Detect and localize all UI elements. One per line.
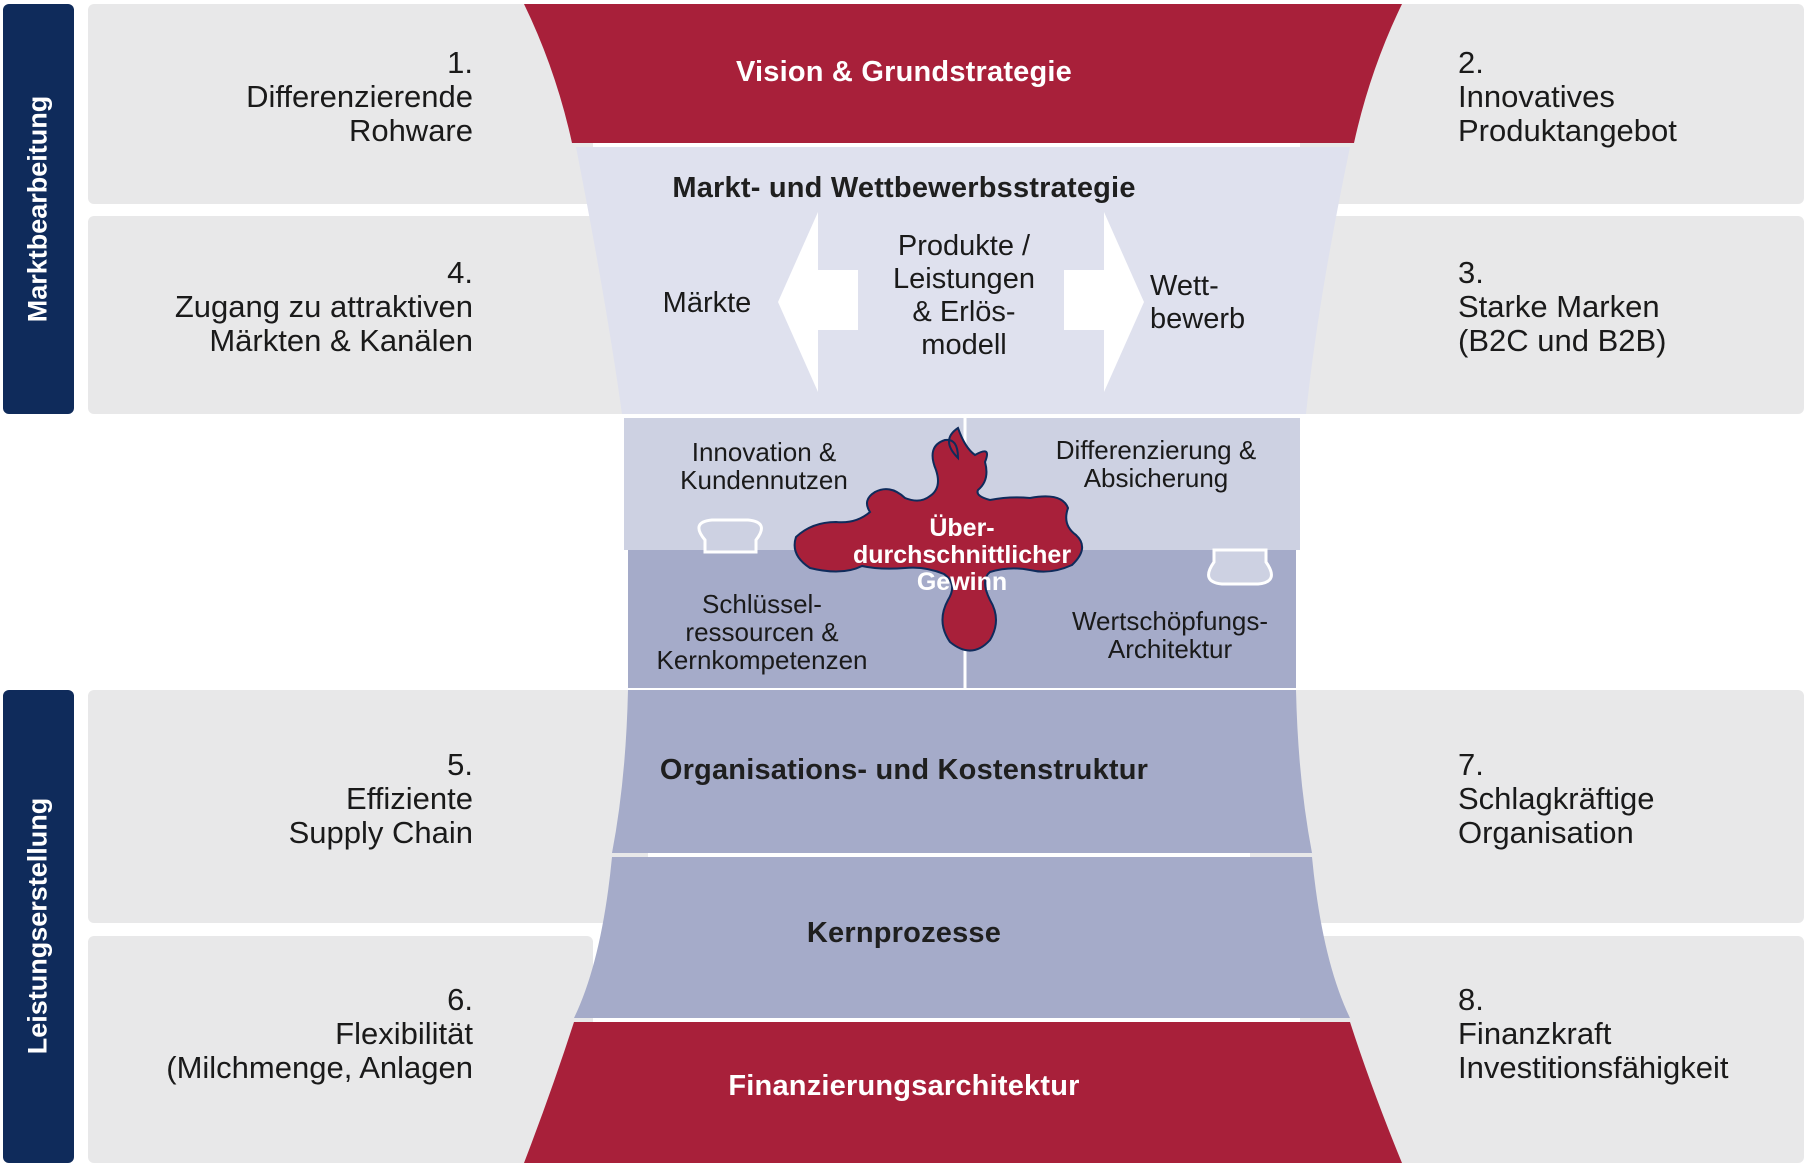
puzzle-differentiation-line-2: Absicherung xyxy=(1083,463,1229,493)
factor-6: 6. Flexibilität (Milchmenge, Anlagen xyxy=(166,983,473,1085)
factor-4-line-2: Märkten & Kanälen xyxy=(209,323,473,358)
puzzle-value-chain: Wertschöpfungs- Architektur xyxy=(1060,607,1280,663)
markets-text: Märkte xyxy=(662,287,752,319)
factor-7: 7. Schlagkräftige Organisation xyxy=(1458,748,1654,850)
panel-left-1 xyxy=(88,4,593,204)
puzzle-differentiation-line-1: Differenzierung & xyxy=(1055,435,1257,465)
profit-puzzle-piece xyxy=(793,426,1083,652)
factor-8-line-2: Investitionsfähigkeit xyxy=(1458,1050,1729,1085)
products-label: Produkte / Leistungen & Erlös- modell xyxy=(868,230,1060,362)
products-line-2: Leistungen xyxy=(893,263,1035,295)
leistungserstellung-bar xyxy=(3,690,74,1163)
competition-label: Wett- bewerb xyxy=(1150,270,1274,336)
panel-right-7 xyxy=(1250,690,1804,923)
factor-5-number: 5. xyxy=(447,747,473,782)
profit-label: Über- durchschnittlicher Gewinn xyxy=(842,515,1082,596)
puzzle-tab-right xyxy=(1207,548,1273,586)
panel-left-4 xyxy=(88,216,648,414)
factor-6-number: 6. xyxy=(447,982,473,1017)
products-line-4: modell xyxy=(921,329,1007,361)
factor-8-line-1: Finanzkraft xyxy=(1458,1016,1612,1051)
factor-4: 4. Zugang zu attraktiven Märkten & Kanäl… xyxy=(175,256,473,358)
factor-7-number: 7. xyxy=(1458,747,1484,782)
products-line-1: Produkte / xyxy=(897,230,1031,262)
arrow-right-competition xyxy=(1064,212,1144,392)
factor-7-line-1: Schlagkräftige xyxy=(1458,781,1655,816)
panel-right-8 xyxy=(1300,936,1804,1163)
puzzle-resources-line-3: Kernkompetenzen xyxy=(656,645,868,675)
band-core-processes xyxy=(574,857,1350,1018)
market-strategy-title: Markt- und Wettbewerbsstrategie xyxy=(672,172,1136,204)
arrow-left-markets xyxy=(778,212,858,392)
puzzle-innovation-line-2: Kundennutzen xyxy=(680,465,848,495)
factor-2-line-1: Innovatives xyxy=(1458,79,1615,114)
factor-3: 3. Starke Marken (B2C und B2B) xyxy=(1458,256,1667,358)
factor-1-line-1: Differenzierende xyxy=(246,79,473,114)
puzzle-innovation-line-1: Innovation & xyxy=(691,437,837,467)
org-cost-title: Organisations- und Kostenstruktur xyxy=(659,754,1149,786)
factor-6-line-2: (Milchmenge, Anlagen xyxy=(166,1050,473,1085)
factor-1-number: 1. xyxy=(447,45,473,80)
band-vision xyxy=(524,4,1402,143)
panel-right-3 xyxy=(1250,216,1804,414)
factor-7-line-2: Organisation xyxy=(1458,815,1634,850)
panel-right-2 xyxy=(1300,4,1804,204)
factor-8-number: 8. xyxy=(1458,982,1484,1017)
factor-5-line-1: Effiziente xyxy=(346,781,473,816)
factor-2-number: 2. xyxy=(1458,45,1484,80)
factor-4-line-1: Zugang zu attraktiven xyxy=(174,289,473,324)
factor-5-line-2: Supply Chain xyxy=(288,815,473,850)
factor-5: 5. Effiziente Supply Chain xyxy=(289,748,473,850)
puzzle-value-chain-line-2: Architektur xyxy=(1107,634,1233,664)
band-org-cost xyxy=(612,690,1312,853)
factor-8: 8. Finanzkraft Investitionsfähigkeit xyxy=(1458,983,1729,1085)
puzzle-innovation: Innovation & Kundennutzen xyxy=(648,438,880,494)
band-market-strategy xyxy=(576,147,1350,414)
factor-3-number: 3. xyxy=(1458,255,1484,290)
profit-line-3: Gewinn xyxy=(916,568,1008,596)
puzzle-tab-left xyxy=(697,518,763,554)
panel-left-6 xyxy=(88,936,593,1163)
marktbearbeitung-bar xyxy=(3,4,74,414)
factor-3-line-1: Starke Marken xyxy=(1458,289,1660,324)
factor-3-line-2: (B2C und B2B) xyxy=(1458,323,1667,358)
factor-6-line-1: Flexibilität xyxy=(335,1016,473,1051)
panel-left-5 xyxy=(88,690,648,923)
puzzle-resources-line-2: ressourcen & xyxy=(685,617,839,647)
vision-title: Vision & Grundstrategie xyxy=(735,56,1073,88)
puzzle-value-chain-line-1: Wertschöpfungs- xyxy=(1071,606,1269,636)
factor-4-number: 4. xyxy=(447,255,473,290)
profit-line-2: durchschnittlicher xyxy=(852,541,1072,569)
factor-1: 1. Differenzierende Rohware xyxy=(246,46,473,148)
factor-1-line-2: Rohware xyxy=(348,113,473,148)
profit-line-1: Über- xyxy=(929,514,995,542)
core-processes-title: Kernprozesse xyxy=(806,917,1002,949)
puzzle-resources-line-1: Schlüssel- xyxy=(702,589,822,619)
financing-title: Finanzierungsarchitektur xyxy=(728,1070,1080,1102)
puzzle-differentiation: Differenzierung & Absicherung xyxy=(1040,436,1272,492)
puzzle-resources: Schlüssel- ressourcen & Kernkompetenzen xyxy=(640,590,884,674)
markets-label: Märkte xyxy=(650,287,764,320)
competition-line-1: Wett- xyxy=(1150,270,1219,302)
competition-line-2: bewerb xyxy=(1150,303,1246,335)
factor-2: 2. Innovatives Produktangebot xyxy=(1458,46,1677,148)
factor-2-line-2: Produktangebot xyxy=(1458,113,1677,148)
band-financing xyxy=(524,1022,1402,1163)
products-line-3: & Erlös- xyxy=(912,296,1016,328)
label-marktbearbeitung: Marktbearbeitung xyxy=(22,95,53,323)
